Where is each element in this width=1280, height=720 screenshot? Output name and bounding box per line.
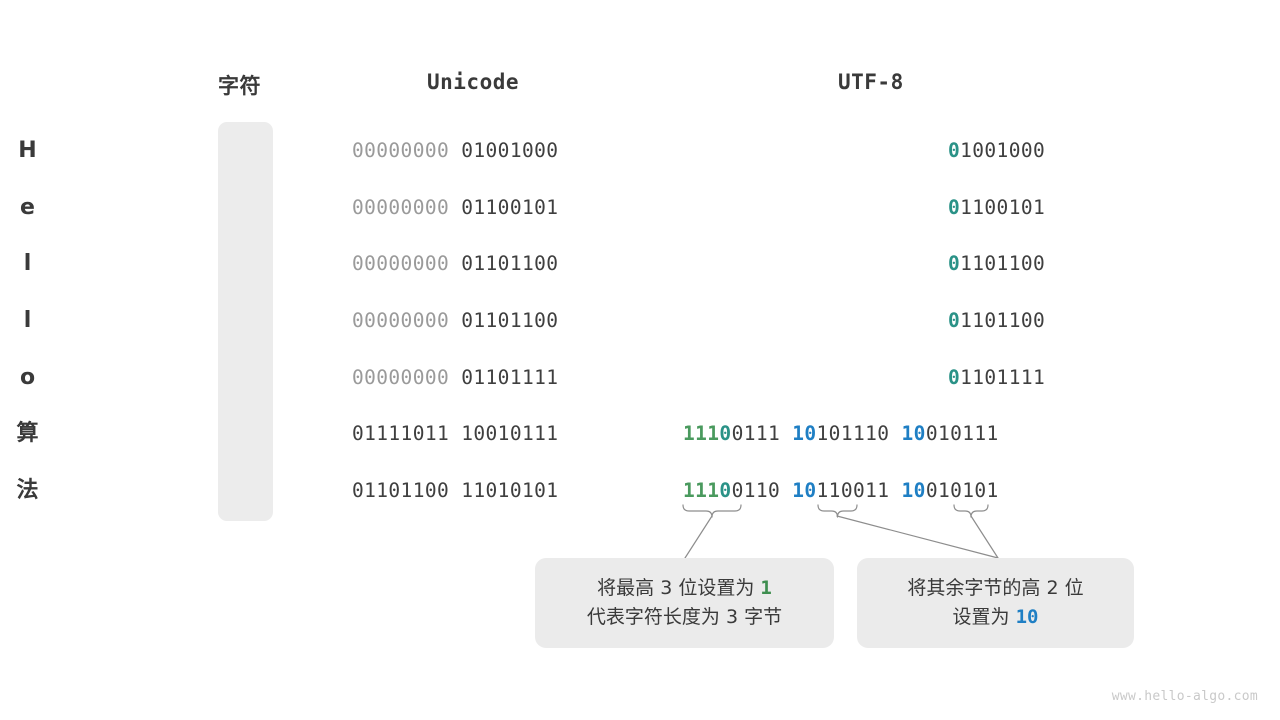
utf8-bits: 11100110 10110011 10010101 bbox=[683, 481, 999, 501]
bit-group-dark: 01111011 bbox=[352, 422, 450, 445]
bit-group-dark: 11010101 bbox=[461, 479, 559, 502]
bit-group-dark: 01101100 bbox=[461, 252, 559, 275]
callout-line: 代表字符长度为 3 字节 bbox=[587, 603, 782, 632]
character-cell: l bbox=[23, 308, 32, 333]
bit-group-dark bbox=[449, 422, 461, 445]
bit-group-blue: 10 bbox=[901, 422, 926, 445]
bit-group-dim: 00000000 bbox=[352, 366, 450, 389]
callout-segment-blue: 10 bbox=[1015, 606, 1039, 628]
callout-continuation-byte: 将其余字节的高 2 位设置为 10 bbox=[857, 558, 1134, 648]
callout-segment-plain: 代表字符长度为 3 字节 bbox=[586, 606, 783, 628]
utf8-bits: 01101100 bbox=[948, 254, 1045, 274]
character-cell: 算 bbox=[16, 421, 39, 446]
bit-group-teal: 0 bbox=[948, 139, 961, 162]
bit-group-dark: 1101100 bbox=[960, 309, 1046, 332]
bit-group-dark bbox=[780, 422, 792, 445]
bit-group-dark bbox=[889, 479, 901, 502]
bit-group-dark: 010111 bbox=[925, 422, 999, 445]
bit-group-teal: 0 bbox=[719, 479, 732, 502]
character-cell: 法 bbox=[16, 478, 39, 503]
bit-group-dim: 00000000 bbox=[352, 196, 450, 219]
bit-group-blue: 10 bbox=[792, 479, 817, 502]
utf8-bits: 01101111 bbox=[948, 368, 1045, 388]
bit-group-teal: 0 bbox=[948, 196, 961, 219]
character-column-pill bbox=[218, 122, 273, 521]
utf8-bits: 01100101 bbox=[948, 198, 1045, 218]
bit-group-dark: 01101100 bbox=[461, 309, 559, 332]
bit-group-dark: 1100101 bbox=[960, 196, 1046, 219]
utf8-bits: 01001000 bbox=[948, 141, 1045, 161]
unicode-bits: 00000000 01101111 bbox=[352, 368, 558, 388]
bit-group-dark: 01101100 bbox=[352, 479, 450, 502]
utf8-bits: 11100111 10101110 10010111 bbox=[683, 424, 999, 444]
watermark: www.hello-algo.com bbox=[1111, 689, 1258, 704]
leader-line bbox=[684, 515, 713, 559]
bit-group-teal: 0 bbox=[948, 252, 961, 275]
callout-segment-plain: 将最高 3 位设置为 bbox=[597, 576, 761, 599]
bit-group-dim bbox=[449, 366, 461, 389]
callout-segment-plain: 设置为 bbox=[952, 606, 1016, 628]
bit-group-dark: 0110 bbox=[731, 479, 781, 502]
unicode-bits: 00000000 01100101 bbox=[352, 198, 558, 218]
brace bbox=[817, 504, 858, 518]
utf8-bits: 01101100 bbox=[948, 311, 1045, 331]
bit-group-green: 111 bbox=[683, 479, 720, 502]
leader-line bbox=[970, 515, 999, 559]
bit-group-dark: 01100101 bbox=[461, 196, 559, 219]
bit-group-blue: 10 bbox=[792, 422, 817, 445]
bit-group-teal: 0 bbox=[719, 422, 732, 445]
bit-group-dark: 01101111 bbox=[461, 366, 559, 389]
bit-group-dark: 1001000 bbox=[960, 139, 1046, 162]
bit-group-dark: 1101111 bbox=[960, 366, 1046, 389]
bit-group-dark: 010101 bbox=[925, 479, 999, 502]
bit-group-dim: 00000000 bbox=[352, 139, 450, 162]
character-cell: e bbox=[20, 195, 35, 220]
bit-group-dark: 110011 bbox=[816, 479, 890, 502]
callout-segment-plain: 将其余字节的高 2 位 bbox=[907, 576, 1084, 599]
bit-group-dark bbox=[780, 479, 792, 502]
bit-group-dark bbox=[889, 422, 901, 445]
bit-group-dark bbox=[449, 479, 461, 502]
bit-group-dim bbox=[449, 139, 461, 162]
bit-group-dim bbox=[449, 309, 461, 332]
callout-line: 将最高 3 位设置为 1 bbox=[597, 574, 772, 603]
bit-group-teal: 0 bbox=[948, 309, 961, 332]
unicode-bits: 01101100 11010101 bbox=[352, 481, 558, 501]
unicode-bits: 00000000 01101100 bbox=[352, 311, 558, 331]
callout-line: 将其余字节的高 2 位 bbox=[907, 574, 1083, 603]
brace bbox=[953, 504, 989, 518]
unicode-bits: 01111011 10010111 bbox=[352, 424, 558, 444]
callout-leading-byte: 将最高 3 位设置为 1 代表字符长度为 3 字节 bbox=[535, 558, 834, 648]
column-header-unicode: Unicode bbox=[427, 70, 520, 94]
bit-group-dim: 00000000 bbox=[352, 252, 450, 275]
callout-line: 设置为 10 bbox=[953, 603, 1039, 632]
callout-segment-green: 1 bbox=[760, 576, 772, 599]
character-cell: o bbox=[19, 365, 36, 390]
bit-group-dim bbox=[449, 252, 461, 275]
bit-group-green: 111 bbox=[683, 422, 720, 445]
character-cell: l bbox=[23, 251, 32, 276]
character-cell: H bbox=[18, 138, 37, 163]
unicode-bits: 00000000 01001000 bbox=[352, 141, 558, 161]
column-header-character: 字符 bbox=[218, 74, 261, 98]
bit-group-blue: 10 bbox=[901, 479, 926, 502]
bit-group-dark: 01001000 bbox=[461, 139, 559, 162]
bit-group-dark: 101110 bbox=[816, 422, 890, 445]
bit-group-dim: 00000000 bbox=[352, 309, 450, 332]
bit-group-dim bbox=[449, 196, 461, 219]
brace bbox=[682, 504, 742, 518]
bit-group-dark: 1101100 bbox=[960, 252, 1046, 275]
bit-group-dark: 10010111 bbox=[461, 422, 559, 445]
unicode-bits: 00000000 01101100 bbox=[352, 254, 558, 274]
bit-group-teal: 0 bbox=[948, 366, 961, 389]
leader-line bbox=[836, 515, 999, 559]
column-header-utf8: UTF-8 bbox=[838, 70, 904, 94]
bit-group-dark: 0111 bbox=[731, 422, 781, 445]
